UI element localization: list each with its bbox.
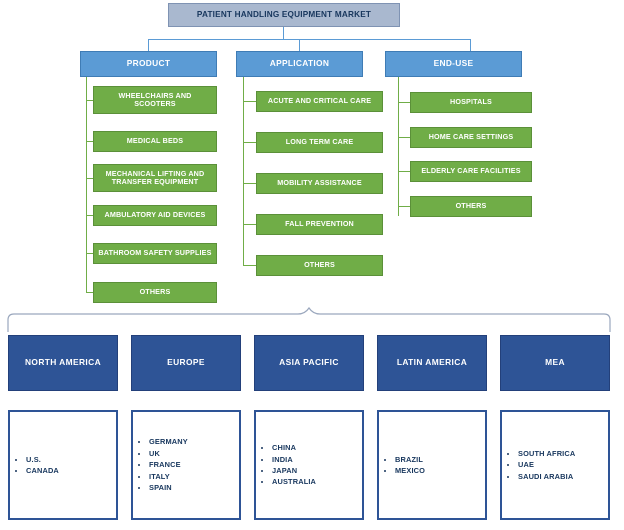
leaf-product-wheelchairs-and-scooters: WHEELCHAIRS AND SCOOTERS [93, 86, 217, 114]
region-box-latin-america: LATIN AMERICA [377, 335, 487, 391]
leaf-label: BATHROOM SAFETY SUPPLIES [98, 248, 212, 258]
connector-bus-horizontal [148, 39, 470, 40]
connector-bus-to-application [299, 39, 300, 51]
stub-application-4 [243, 224, 256, 225]
country-list: CHINAINDIAJAPANAUSTRALIA [256, 442, 316, 488]
country-item: UAE [518, 459, 575, 470]
leaf-application-others: OTHERS [256, 255, 383, 276]
leaf-enduse-others: OTHERS [410, 196, 532, 217]
stub-enduse-2 [398, 137, 410, 138]
category-box-application: APPLICATION [236, 51, 363, 77]
leaf-label: ELDERLY CARE FACILITIES [421, 166, 521, 176]
country-item: GERMANY [149, 436, 188, 447]
spine-application [243, 77, 244, 266]
country-list: SOUTH AFRICAUAESAUDI ARABIA [502, 448, 575, 482]
leaf-product-medical-beds: MEDICAL BEDS [93, 131, 217, 152]
leaf-label: FALL PREVENTION [285, 219, 354, 229]
leaf-label: MECHANICAL LIFTING AND TRANSFER EQUIPMEN… [105, 168, 205, 186]
region-box-asia-pacific: ASIA PACIFIC [254, 335, 364, 391]
region-label: ASIA PACIFIC [279, 357, 339, 368]
stub-application-2 [243, 142, 256, 143]
spine-enduse [398, 77, 399, 216]
spine-product [86, 77, 87, 292]
country-item: AUSTRALIA [272, 476, 316, 487]
leaf-label: WHEELCHAIRS AND SCOOTERS [118, 90, 192, 108]
leaf-label: LONG TERM CARE [285, 137, 354, 147]
stub-product-1 [86, 100, 93, 101]
leaf-enduse-elderly-care-facilities: ELDERLY CARE FACILITIES [410, 161, 532, 182]
connector-bus-to-enduse [470, 39, 471, 51]
category-box-enduse: END-USE [385, 51, 522, 77]
category-label-product: PRODUCT [126, 58, 171, 69]
country-list-europe: GERMANYUKFRANCEITALYSPAIN [131, 410, 241, 520]
leaf-label: OTHERS [304, 260, 335, 270]
connector-bus-to-product [148, 39, 149, 51]
country-item: CANADA [26, 465, 59, 476]
leaf-label: ACUTE AND CRITICAL CARE [267, 96, 372, 106]
country-item: JAPAN [272, 465, 316, 476]
region-label: MEA [545, 357, 565, 368]
leaf-label: MOBILITY ASSISTANCE [277, 178, 362, 188]
leaf-application-fall-prevention: FALL PREVENTION [256, 214, 383, 235]
country-item: FRANCE [149, 459, 188, 470]
leaf-product-bathroom-safety-supplies: BATHROOM SAFETY SUPPLIES [93, 243, 217, 264]
category-label-enduse: END-USE [433, 58, 474, 69]
stub-product-6 [86, 292, 93, 293]
region-box-europe: EUROPE [131, 335, 241, 391]
country-item: CHINA [272, 442, 316, 453]
region-label: EUROPE [167, 357, 205, 368]
country-item: MEXICO [395, 465, 425, 476]
leaf-application-mobility-assistance: MOBILITY ASSISTANCE [256, 173, 383, 194]
leaf-application-long-term-care: LONG TERM CARE [256, 132, 383, 153]
country-list-asia-pacific: CHINAINDIAJAPANAUSTRALIA [254, 410, 364, 520]
leaf-label: AMBULATORY AID DEVICES [104, 210, 206, 220]
country-list-latin-america: BRAZILMEXICO [377, 410, 487, 520]
region-label: NORTH AMERICA [24, 357, 102, 368]
country-list: GERMANYUKFRANCEITALYSPAIN [133, 436, 188, 493]
leaf-product-others: OTHERS [93, 282, 217, 303]
country-item: U.S. [26, 454, 59, 465]
leaf-label: OTHERS [139, 287, 171, 297]
stub-enduse-3 [398, 171, 410, 172]
stub-application-5 [243, 265, 256, 266]
country-item: SAUDI ARABIA [518, 471, 575, 482]
country-item: SOUTH AFRICA [518, 448, 575, 459]
country-item: BRAZIL [395, 454, 425, 465]
stub-product-3 [86, 178, 93, 179]
section-divider-brace [7, 306, 611, 332]
country-list-mea: SOUTH AFRICAUAESAUDI ARABIA [500, 410, 610, 520]
root-title-text: PATIENT HANDLING EQUIPMENT MARKET [196, 10, 372, 20]
region-box-mea: MEA [500, 335, 610, 391]
stub-product-5 [86, 253, 93, 254]
leaf-enduse-home-care-settings: HOME CARE SETTINGS [410, 127, 532, 148]
country-item: SPAIN [149, 482, 188, 493]
leaf-label: MEDICAL BEDS [126, 136, 184, 146]
stub-enduse-4 [398, 206, 410, 207]
country-item: INDIA [272, 454, 316, 465]
country-list: U.S.CANADA [10, 454, 59, 477]
stub-enduse-1 [398, 102, 410, 103]
country-list: BRAZILMEXICO [379, 454, 425, 477]
connector-root-down [283, 27, 284, 39]
leaf-product-mechanical-lifting-and-transfer-equipment: MECHANICAL LIFTING AND TRANSFER EQUIPMEN… [93, 164, 217, 192]
leaf-label: HOSPITALS [450, 97, 492, 107]
stub-application-3 [243, 183, 256, 184]
country-item: ITALY [149, 471, 188, 482]
region-box-north-america: NORTH AMERICA [8, 335, 118, 391]
stub-product-4 [86, 215, 93, 216]
root-title-box: PATIENT HANDLING EQUIPMENT MARKET [168, 3, 400, 27]
category-label-application: APPLICATION [269, 58, 330, 69]
stub-application-1 [243, 101, 256, 102]
category-box-product: PRODUCT [80, 51, 217, 77]
leaf-label: HOME CARE SETTINGS [428, 132, 514, 142]
leaf-enduse-hospitals: HOSPITALS [410, 92, 532, 113]
leaf-label: OTHERS [455, 201, 487, 211]
country-item: UK [149, 448, 188, 459]
region-label: LATIN AMERICA [396, 357, 468, 368]
country-list-north-america: U.S.CANADA [8, 410, 118, 520]
stub-product-2 [86, 141, 93, 142]
leaf-product-ambulatory-aid-devices: AMBULATORY AID DEVICES [93, 205, 217, 226]
leaf-application-acute-and-critical-care: ACUTE AND CRITICAL CARE [256, 91, 383, 112]
